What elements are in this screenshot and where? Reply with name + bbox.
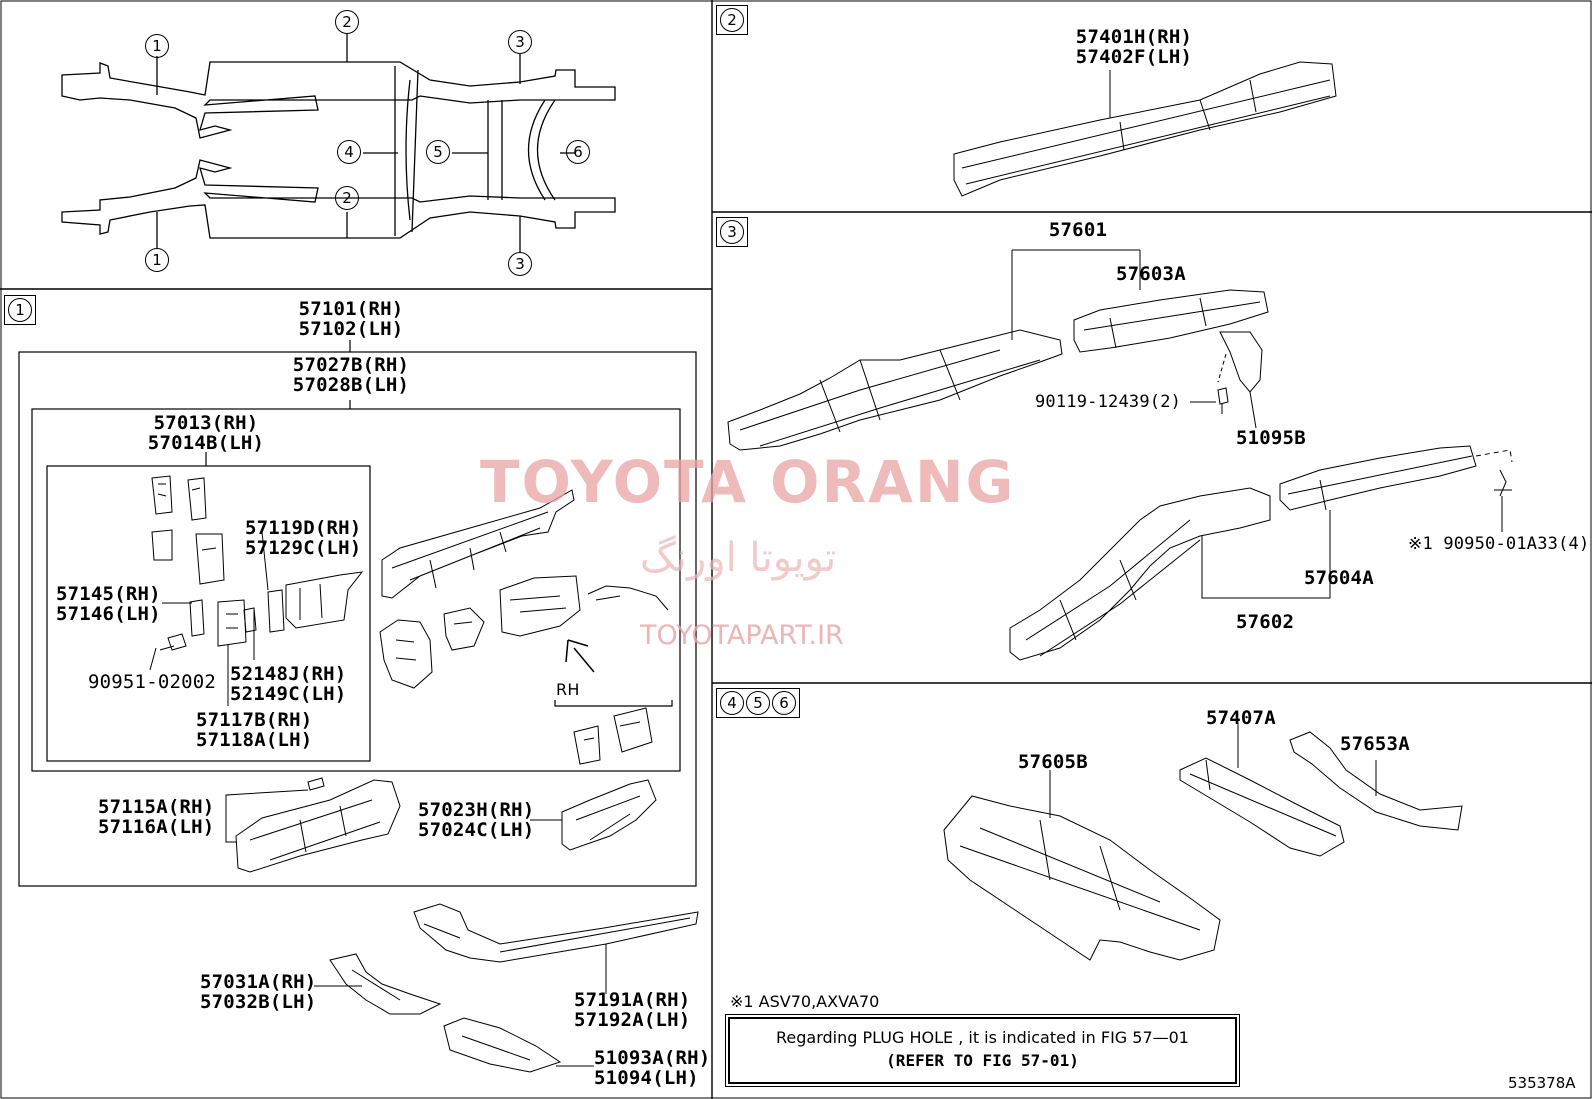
section456-tag: 4 5 6 (716, 688, 800, 718)
part-57023: 57023H(RH) (418, 799, 535, 821)
section2-tag: 2 (716, 5, 748, 35)
watermark-site: TOYOTAPART.IR (640, 620, 844, 651)
overview-chassis (61, 34, 616, 252)
part-90951: 90951-02002 (88, 671, 217, 693)
section1-tag-number: 1 (8, 298, 32, 322)
part-57604: 57604A (1304, 567, 1374, 589)
part-57014: 57014B(LH) (147, 432, 265, 454)
part-90950: ※1 90950-01A33(4) (1408, 534, 1590, 554)
part-57601: 57601 (1048, 219, 1108, 241)
section3-parts (727, 249, 1513, 661)
watermark-brand: TOYOTA ORANG (480, 448, 1016, 516)
callout-3-top: 3 (508, 30, 532, 54)
section1-tag: 1 (4, 295, 36, 325)
callout-4: 4 (337, 140, 361, 164)
part-57603: 57603A (1116, 263, 1186, 285)
section2-tag-number: 2 (720, 8, 744, 32)
part-57013: 57013(RH) (153, 412, 259, 434)
callout-3-bottom: 3 (508, 252, 532, 276)
part-57119: 57119D(RH) (245, 517, 362, 539)
callout-2-top: 2 (335, 10, 359, 34)
section456-tag-4: 4 (720, 691, 744, 715)
part-57027: 57027B(RH) (292, 354, 410, 376)
part-52148: 52148J(RH) (230, 663, 347, 685)
section3-tag-number: 3 (720, 220, 744, 244)
part-57192: 57192A(LH) (574, 1009, 691, 1031)
part-52149: 52149C(LH) (230, 683, 347, 705)
rh-label: RH (556, 680, 580, 699)
part-57605: 57605B (1018, 751, 1088, 773)
section456-parts (943, 722, 1463, 961)
part-57401: 57401H(RH) (1075, 26, 1193, 48)
plug-hole-note-line2: (REFER TO FIG 57-01) (886, 1051, 1079, 1070)
callout-2-bottom: 2 (335, 186, 359, 210)
part-57602: 57602 (1236, 611, 1295, 633)
part-51095: 51095B (1236, 427, 1306, 449)
part-57402: 57402F(LH) (1075, 46, 1193, 68)
part-57653: 57653A (1340, 733, 1410, 755)
part-90119: 90119-12439(2) (1035, 392, 1182, 412)
part-57117: 57117B(RH) (196, 709, 313, 731)
callout-1-top: 1 (145, 34, 169, 58)
part-57407: 57407A (1206, 707, 1276, 729)
section1-parts (149, 475, 699, 1073)
part-57024: 57024C(LH) (418, 819, 535, 841)
section1-boxes (18, 340, 697, 887)
callout-1-bottom: 1 (145, 248, 169, 272)
part-57146: 57146(LH) (56, 603, 161, 625)
part-57028: 57028B(LH) (292, 374, 410, 396)
part-57115: 57115A(RH) (98, 796, 215, 818)
section2-part (953, 61, 1337, 197)
part-57116: 57116A(LH) (98, 816, 215, 838)
part-57102: 57102(LH) (298, 318, 404, 340)
part-57145: 57145(RH) (56, 583, 161, 605)
part-57031: 57031A(RH) (200, 971, 317, 993)
part-57118: 57118A(LH) (196, 729, 313, 751)
section456-tag-6: 6 (772, 691, 796, 715)
plug-hole-note-line1: Regarding PLUG HOLE , it is indicated in… (776, 1028, 1189, 1047)
plug-hole-note: Regarding PLUG HOLE , it is indicated in… (728, 1017, 1237, 1084)
part-57191: 57191A(RH) (574, 989, 691, 1011)
part-57101: 57101(RH) (298, 298, 404, 320)
section3-tag: 3 (716, 217, 748, 247)
section456-tag-5: 5 (746, 691, 770, 715)
part-51093: 51093A(RH) (594, 1047, 711, 1069)
callout-5: 5 (426, 140, 450, 164)
callout-6: 6 (566, 140, 590, 164)
part-57129: 57129C(LH) (245, 537, 362, 559)
figure-reference: 535378A (1508, 1074, 1576, 1092)
part-51094: 51094(LH) (594, 1067, 699, 1089)
footnote-models: ※1 ASV70,AXVA70 (730, 992, 880, 1011)
watermark-persian: تویوتا اورنگ (640, 535, 837, 581)
part-57032: 57032B(LH) (200, 991, 317, 1013)
